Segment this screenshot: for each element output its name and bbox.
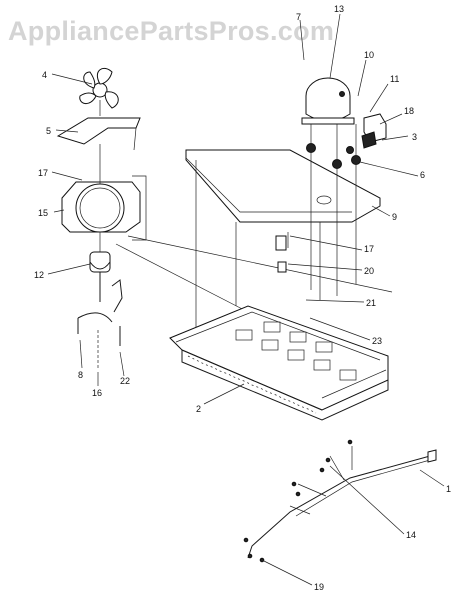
compressor[interactable] bbox=[301, 77, 355, 125]
callout-9: 9 bbox=[392, 212, 397, 222]
callout-12: 12 bbox=[34, 270, 44, 280]
callout-18: 18 bbox=[404, 106, 414, 116]
callout-5: 5 bbox=[46, 126, 51, 136]
callout-16: 16 bbox=[92, 388, 102, 398]
callout-8: 8 bbox=[78, 370, 83, 380]
callout-17-left: 17 bbox=[38, 168, 48, 178]
callout-1: 1 bbox=[446, 484, 451, 494]
callout-15: 15 bbox=[38, 208, 48, 218]
callout-7: 7 bbox=[296, 12, 301, 22]
callout-13: 13 bbox=[334, 4, 344, 14]
callout-10: 10 bbox=[364, 50, 374, 60]
callout-labels: 4 5 17 15 12 8 22 16 2 7 13 10 11 18 3 6… bbox=[34, 4, 451, 592]
callout-22: 22 bbox=[120, 376, 130, 386]
motor-mount-screws bbox=[77, 318, 121, 370]
base-drain-pan[interactable] bbox=[169, 305, 389, 421]
defrost-timer-and-clip[interactable] bbox=[275, 232, 289, 273]
relay-overload[interactable] bbox=[361, 113, 387, 149]
callout-23: 23 bbox=[372, 336, 382, 346]
callout-4: 4 bbox=[42, 70, 47, 80]
leader-lines bbox=[47, 13, 445, 586]
explosion-guide-lines bbox=[99, 100, 393, 340]
wire-harness[interactable] bbox=[243, 439, 437, 563]
callout-6: 6 bbox=[420, 170, 425, 180]
fan-shroud-bracket[interactable] bbox=[56, 117, 141, 151]
callout-20: 20 bbox=[364, 266, 374, 276]
callout-11: 11 bbox=[390, 74, 399, 84]
fan-motor-shroud[interactable] bbox=[61, 175, 147, 241]
callout-2: 2 bbox=[196, 404, 201, 414]
fan-blade[interactable] bbox=[79, 68, 119, 109]
callout-3: 3 bbox=[412, 132, 417, 142]
callout-17-right: 17 bbox=[364, 244, 374, 254]
machine-compartment-cover[interactable] bbox=[185, 149, 381, 223]
callout-19: 19 bbox=[314, 582, 324, 592]
callout-14: 14 bbox=[406, 530, 416, 540]
fan-motor[interactable] bbox=[77, 251, 123, 323]
callout-21: 21 bbox=[366, 298, 376, 308]
